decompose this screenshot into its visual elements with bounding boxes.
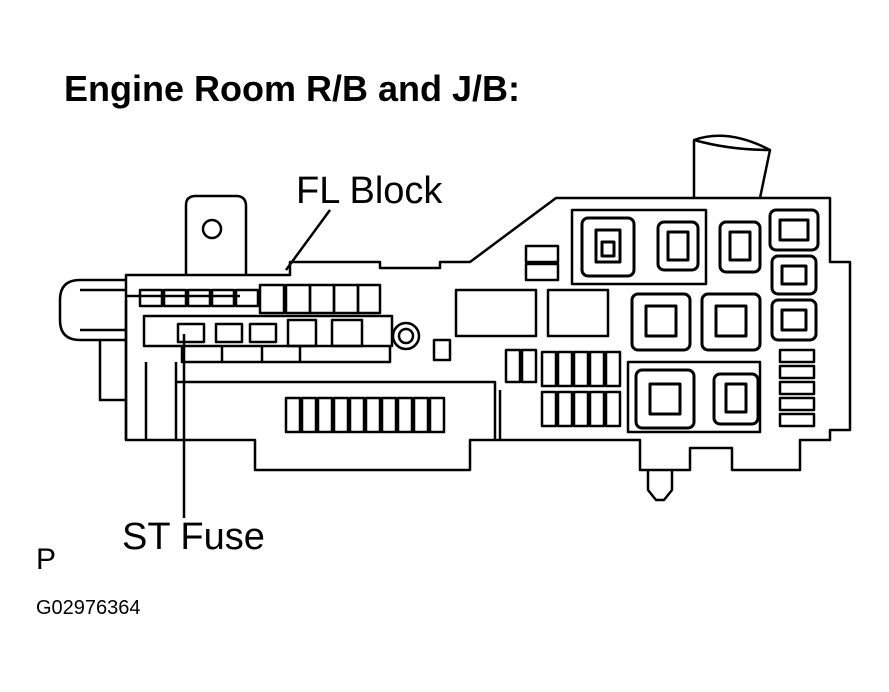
fuse-row-2 — [176, 318, 364, 348]
middle-fuse-strip — [504, 348, 622, 428]
st-fuse-label: ST Fuse — [122, 516, 265, 558]
mounting-hole — [201, 218, 223, 240]
mini-fuse-strip — [284, 396, 446, 434]
figure-code: G02976364 — [36, 597, 141, 619]
view-letter: P — [36, 543, 57, 576]
diagram-title: Engine Room R/B and J/B: — [64, 68, 521, 109]
mounting-tab — [184, 194, 248, 275]
fl-block-label: FL Block — [296, 170, 443, 212]
fl-block-leader — [284, 209, 332, 271]
left-connector — [58, 278, 126, 342]
terminal-bolt — [391, 321, 421, 351]
housing-outline — [124, 196, 852, 472]
top-tube — [692, 134, 772, 199]
relays — [580, 208, 820, 430]
bottom-pin — [646, 470, 674, 502]
fl-block-fuses — [138, 283, 382, 315]
right-slots — [778, 348, 816, 428]
